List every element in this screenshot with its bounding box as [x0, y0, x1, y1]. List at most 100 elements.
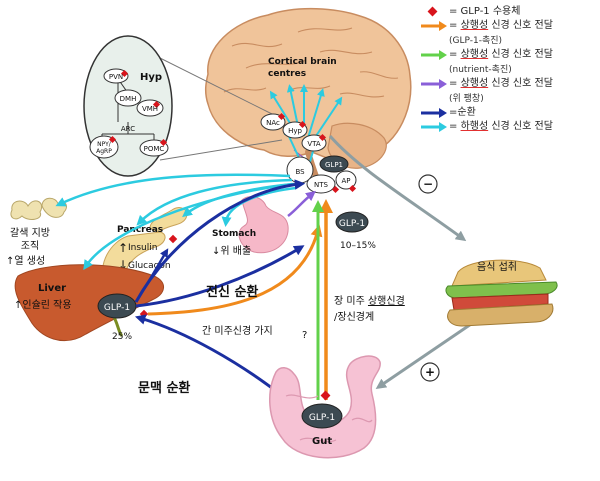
- cortical-label-line1: Cortical brain: [268, 57, 337, 67]
- orange-arrow-icon: [421, 21, 447, 31]
- gut-glp1-label: GLP-1: [309, 413, 335, 423]
- receptor-icon: [318, 133, 327, 142]
- navy-arrow-icon: [421, 108, 447, 118]
- circulating-glp1-label: GLP-1: [339, 219, 365, 229]
- hyp-label: Hyp: [288, 127, 302, 135]
- brown-fat-blob: [10, 200, 42, 220]
- gastric-emptying-label: ↓위 배출: [212, 244, 251, 257]
- glp1-neuron-label: GLP1: [325, 161, 343, 169]
- ap-node: [335, 170, 357, 190]
- food-to-gut-arrow: [375, 316, 481, 389]
- legend-receptor-text: = GLP-1 수용체: [449, 6, 521, 17]
- pomc-node: [139, 139, 169, 157]
- cyan-arrow: [307, 88, 325, 139]
- portal-circulation-label: 문맥 순환: [138, 380, 190, 396]
- insulin-action-label: ↑인슐린 작용: [14, 299, 72, 311]
- ap-label: AP: [341, 177, 350, 185]
- receptor-icon: [320, 390, 331, 401]
- brain-folds: [223, 27, 399, 98]
- legend: = GLP-1 수용체 = 상행성 신경 신호 전달 (GLP-1-촉진) = …: [419, 6, 599, 135]
- npy-label: NPY/: [97, 141, 112, 148]
- gut: GLP-1 Gut: [269, 355, 381, 459]
- food-intake-label: 음식 섭취: [477, 261, 517, 273]
- agrp-label: AgRP: [96, 148, 112, 155]
- liver: GLP-1 Liver ↑인슐린 작용 25%: [14, 264, 164, 342]
- receptor-icon: [120, 69, 129, 78]
- legend-afferent-glp1-sub: (GLP-1-촉진): [449, 36, 503, 46]
- glucagon-down-arrow: ↓: [118, 258, 128, 272]
- efferent-arrow-liver: [83, 182, 293, 271]
- thermogenesis-label: ↑열 생성: [6, 255, 45, 267]
- gut-label: Gut: [312, 436, 332, 447]
- receptor-icon: [152, 100, 161, 109]
- nac-label: NAc: [266, 119, 280, 127]
- brain-to-food-arrow: [328, 135, 467, 242]
- bread-bottom: [447, 303, 554, 327]
- cyan-arrow-icon: [421, 122, 447, 132]
- inset-connector-top: [139, 47, 281, 119]
- nts-node: [306, 174, 336, 194]
- stomach: Stomach ↓위 배출: [212, 196, 289, 257]
- brown-fat: 갈색 지방 조직 ↑열 생성: [6, 197, 67, 267]
- stomach-shape: [238, 196, 289, 254]
- liver-percent-label: 25%: [112, 332, 132, 342]
- legend-afferent-nutrient-text: = 상행성 신경 신호 전달: [449, 49, 553, 60]
- hyp-inset-title: Hyp: [140, 72, 162, 83]
- brain-nuclei: NAc Hyp VTA BS GLP1 NTS AP: [260, 112, 357, 194]
- dmh-label: DMH: [120, 95, 137, 103]
- sandwich: 음식 섭취: [445, 259, 558, 327]
- legend-afferent-glp1-text: = 상행성 신경 신호 전달: [449, 20, 553, 31]
- liver-glp1-label: GLP-1: [104, 303, 130, 313]
- bs-label: BS: [295, 168, 305, 176]
- receptor-icon: [168, 234, 178, 244]
- dmh-node: [114, 89, 142, 107]
- efferent-arrow-pancreas: [136, 178, 293, 226]
- systemic-to-pancreas-arrow: [134, 248, 169, 303]
- arc-label: ARC: [121, 125, 135, 133]
- legend-row-efferent: = 하행성 신경 신호 전달: [419, 121, 599, 133]
- circulating-glp1-node: [335, 211, 369, 233]
- receptor-icon: [277, 112, 286, 121]
- insulin-up-arrow: ↑: [118, 241, 128, 255]
- legend-efferent-text: = 하행성 신경 신호 전달: [449, 121, 553, 132]
- pvn-label: PVN: [109, 73, 123, 81]
- hypothalamus-inset: Hyp PVN DMH VMH ARC NPY/ AgRP POMC: [83, 35, 173, 177]
- liver-label: Liver: [38, 283, 66, 294]
- legend-row-afferent-gastric: = 상행성 신경 신호 전달: [419, 78, 599, 90]
- gastric-afferent-arrow: [287, 190, 316, 217]
- gut-vagal-label: 장 미주 상행신경: [334, 294, 405, 307]
- cortical-label-line2: centres: [268, 69, 306, 79]
- hepatic-vagal-label: 간 미주신경 가지: [202, 324, 273, 337]
- insulin-label: Insulin: [128, 243, 157, 253]
- pomc-label: POMC: [144, 145, 165, 153]
- bread-top: [451, 259, 547, 287]
- legend-afferent-nutrient-sub: (nutrient-촉진): [449, 65, 512, 75]
- vmh-label: VMH: [142, 105, 158, 113]
- glp1-neuron-node: [319, 155, 349, 173]
- glucagon-label: Glucagon: [128, 261, 171, 271]
- intestine-folds: [285, 394, 373, 443]
- receptor-icon: [348, 184, 357, 193]
- minus-icon: [418, 174, 438, 194]
- inset-connector-bottom: [159, 139, 283, 161]
- vta-label: VTA: [307, 140, 321, 148]
- systemic-circulation-label: 전신 순환: [206, 284, 258, 300]
- legend-circulation-text: =순환: [449, 107, 476, 118]
- brown-fat-label: 조직: [21, 240, 39, 252]
- brown-fat-label: 갈색 지방: [10, 226, 50, 239]
- receptor-icon: [159, 138, 168, 147]
- brown-fat-blob: [41, 197, 67, 218]
- legend-afferent-gastric-text: = 상행성 신경 신호 전달: [449, 78, 553, 89]
- intestine-shape: [269, 355, 381, 459]
- efferent-arrow-brown-fat: [55, 173, 291, 207]
- legend-row-afferent-nutrient: = 상행성 신경 신호 전달: [419, 49, 599, 61]
- cerebrum: [204, 7, 412, 163]
- legend-row-afferent-glp1: = 상행성 신경 신호 전달: [419, 20, 599, 32]
- green-arrow-icon: [421, 50, 447, 60]
- plus-label: +: [425, 365, 435, 379]
- receptor-legend-icon: [419, 6, 449, 18]
- nts-label: NTS: [314, 181, 329, 189]
- circulating-glp1-percent: 10–15%: [340, 241, 376, 251]
